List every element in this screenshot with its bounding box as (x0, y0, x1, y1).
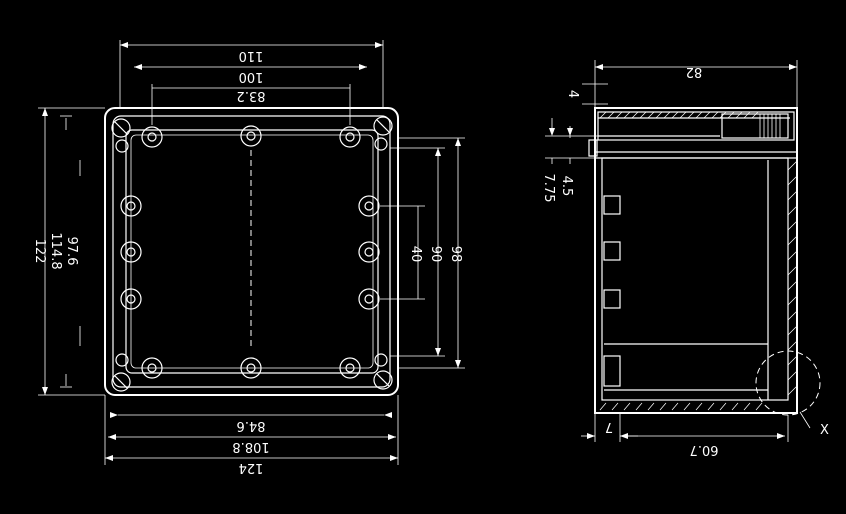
side-left-dimensions (545, 118, 598, 164)
side-bottom-dimensions (581, 413, 789, 442)
dim-left-97-6: 97.6 (64, 237, 79, 266)
dim-side-7-75: 7.75 (541, 174, 556, 203)
lid-screws (120, 125, 380, 379)
top-dimensions (119, 40, 384, 125)
dim-side-82: 82 (686, 64, 703, 79)
dim-side-60-7: 60.7 (690, 442, 719, 457)
left-dimensions (38, 107, 105, 396)
dim-side-4: 4 (565, 90, 580, 98)
detail-label-x: X (820, 423, 829, 438)
side-notch (588, 139, 598, 157)
dim-right-90: 90 (428, 246, 443, 263)
corner-screw (373, 116, 393, 136)
box-inner (601, 157, 789, 401)
dim-bottom-124: 124 (239, 460, 264, 475)
side-top-dimension (582, 60, 798, 108)
fixing-hole (115, 353, 129, 367)
dim-right-40: 40 (408, 246, 423, 263)
corner-screw (111, 118, 131, 138)
dim-left-122: 122 (32, 239, 47, 264)
dim-top-110: 110 (239, 48, 264, 63)
lid-section (597, 111, 795, 141)
right-dimensions (380, 137, 465, 369)
lid-seal-outline (125, 129, 379, 374)
dim-bottom-84-6: 84.6 (237, 418, 266, 433)
dim-right-98: 98 (448, 246, 463, 263)
dim-side-4-5: 4.5 (559, 176, 574, 197)
front-view: 110 100 83.2 84.6 108.8 124 (32, 40, 465, 475)
fixing-hole (374, 353, 388, 367)
dim-top-100: 100 (239, 69, 264, 84)
dim-side-7: 7 (605, 419, 613, 434)
side-body-outline (594, 107, 798, 414)
lid-screw-detail (721, 113, 789, 139)
lid-hatching (599, 111, 759, 119)
inner-boss (603, 241, 621, 261)
inner-boss (603, 195, 621, 215)
dim-bottom-108-8: 108.8 (232, 439, 269, 454)
dim-top-83-2: 83.2 (237, 88, 266, 103)
side-view: X 82 4 7.75 4.5 (541, 60, 829, 457)
inner-boss (603, 355, 621, 387)
dim-left-114-8: 114.8 (48, 232, 63, 269)
lid-seal-inner (130, 134, 374, 369)
fixing-hole (115, 139, 129, 153)
enclosure-inner-rim (112, 115, 391, 388)
corner-screw (373, 370, 393, 390)
fixing-hole (374, 137, 388, 151)
inner-boss (603, 289, 621, 309)
enclosure-outline (104, 107, 399, 396)
bottom-dimensions (104, 395, 399, 465)
corner-screw (111, 372, 131, 392)
wall-hatching (599, 160, 798, 411)
